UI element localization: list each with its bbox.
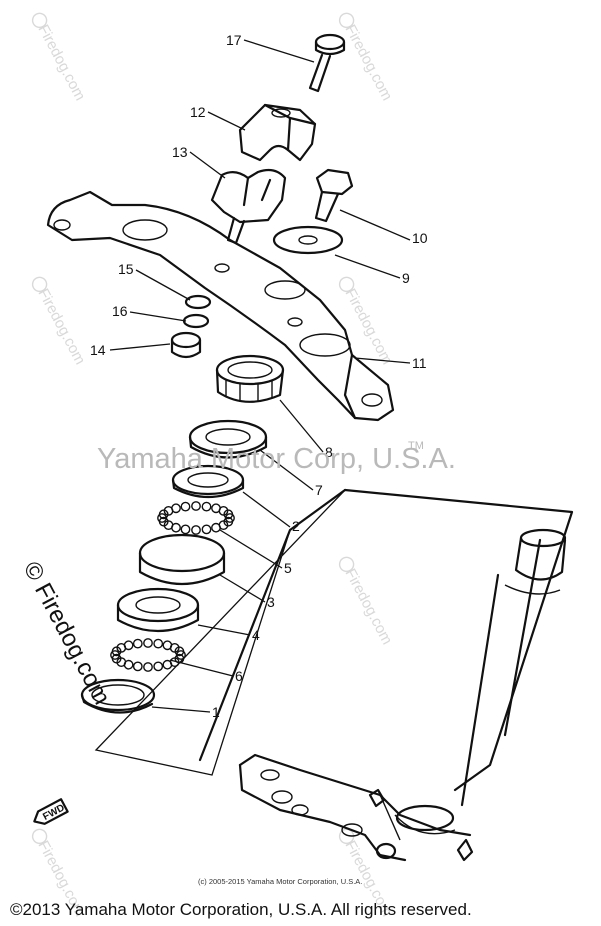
ball-bearing xyxy=(201,501,212,512)
leader-lines xyxy=(109,39,411,713)
callout-6: 6 xyxy=(235,668,243,684)
part-14-nut xyxy=(170,331,202,359)
part-11-upper-bracket xyxy=(46,190,395,422)
ball-bearing xyxy=(191,525,201,535)
part-1-dust-seal xyxy=(80,678,156,714)
firedog-watermark-3: Firedog.com xyxy=(31,276,89,368)
part-5-ball-bearings xyxy=(157,501,235,535)
part-12-upper-holder xyxy=(238,103,317,162)
part-3-bearing-race xyxy=(138,533,226,586)
callout-11: 11 xyxy=(412,355,427,371)
callout-7: 7 xyxy=(315,482,323,498)
part-9-washer xyxy=(272,225,344,255)
part-16-lock-washer xyxy=(182,313,210,329)
callout-5: 5 xyxy=(284,560,292,576)
callout-15: 15 xyxy=(118,261,134,277)
ball-bearing xyxy=(180,524,191,535)
callout-8: 8 xyxy=(325,444,333,460)
svg-text:Firedog.com: Firedog.com xyxy=(34,22,88,104)
part-13-lower-holder xyxy=(210,168,287,245)
ball-bearing xyxy=(180,501,191,512)
part-10-bolt xyxy=(314,168,354,223)
footer-small-copyright: (c) 2005-2015 Yamaha Motor Corporation, … xyxy=(198,877,362,886)
svg-text:Firedog.com: Firedog.com xyxy=(34,286,88,368)
ball-bearing xyxy=(211,522,221,533)
svg-text:Firedog.com: Firedog.com xyxy=(341,286,395,368)
ball-bearing xyxy=(153,638,164,649)
firedog-vertical-label: © Firedog.com xyxy=(18,557,116,709)
callout-9: 9 xyxy=(402,270,410,286)
callout-10: 10 xyxy=(412,230,428,246)
firedog-watermark-4: Firedog.com xyxy=(338,276,396,368)
callout-3: 3 xyxy=(267,594,275,610)
ball-bearing xyxy=(201,524,212,535)
callout-14: 14 xyxy=(90,342,106,358)
ball-bearing xyxy=(143,662,153,672)
part-4-lower-race xyxy=(116,587,200,633)
ball-bearing xyxy=(174,646,185,657)
footer-copyright: ©2013 Yamaha Motor Corporation, U.S.A. A… xyxy=(10,900,472,919)
callout-12: 12 xyxy=(190,104,206,120)
trademark-mark: TM xyxy=(408,440,424,452)
ball-bearing xyxy=(171,503,181,514)
firedog-watermark-1: Firedog.com xyxy=(31,12,89,104)
firedog-watermark-2: Firedog.com xyxy=(338,12,396,104)
callout-4: 4 xyxy=(252,627,260,643)
part-17-bolt xyxy=(308,33,346,93)
callout-13: 13 xyxy=(172,144,188,160)
part-8-ring-nut xyxy=(215,354,285,403)
assembly-boundary-line xyxy=(94,489,346,776)
callout-1: 1 xyxy=(212,704,220,720)
svg-text:Firedog.com: Firedog.com xyxy=(341,566,395,648)
callout-16: 16 xyxy=(112,303,128,319)
part-6-ball-bearings xyxy=(110,638,186,672)
ball-bearing xyxy=(123,640,134,651)
svg-text:Firedog.com: Firedog.com xyxy=(341,22,395,104)
ball-bearing xyxy=(162,659,173,670)
ball-bearing xyxy=(191,501,201,511)
callout-numbers: 17 12 13 10 9 15 16 14 11 8 7 2 5 3 4 6 … xyxy=(90,32,428,720)
ball-bearing xyxy=(153,661,164,672)
part-15-washer xyxy=(184,294,212,310)
part-7-bearing-cover xyxy=(188,419,268,459)
fwd-arrow: FWD xyxy=(33,798,69,825)
callout-17: 17 xyxy=(226,32,242,48)
yamaha-center-watermark: Yamaha Motor Corp, U.S.A. xyxy=(97,443,456,475)
ball-bearing xyxy=(132,638,143,649)
part-2-upper-race xyxy=(171,464,245,498)
ball-bearing xyxy=(143,638,153,648)
callout-2: 2 xyxy=(292,518,300,534)
ball-bearing xyxy=(132,661,143,672)
steering-stem xyxy=(198,488,574,862)
firedog-watermark-5: Firedog.com xyxy=(338,556,396,648)
ball-bearing xyxy=(223,509,234,520)
